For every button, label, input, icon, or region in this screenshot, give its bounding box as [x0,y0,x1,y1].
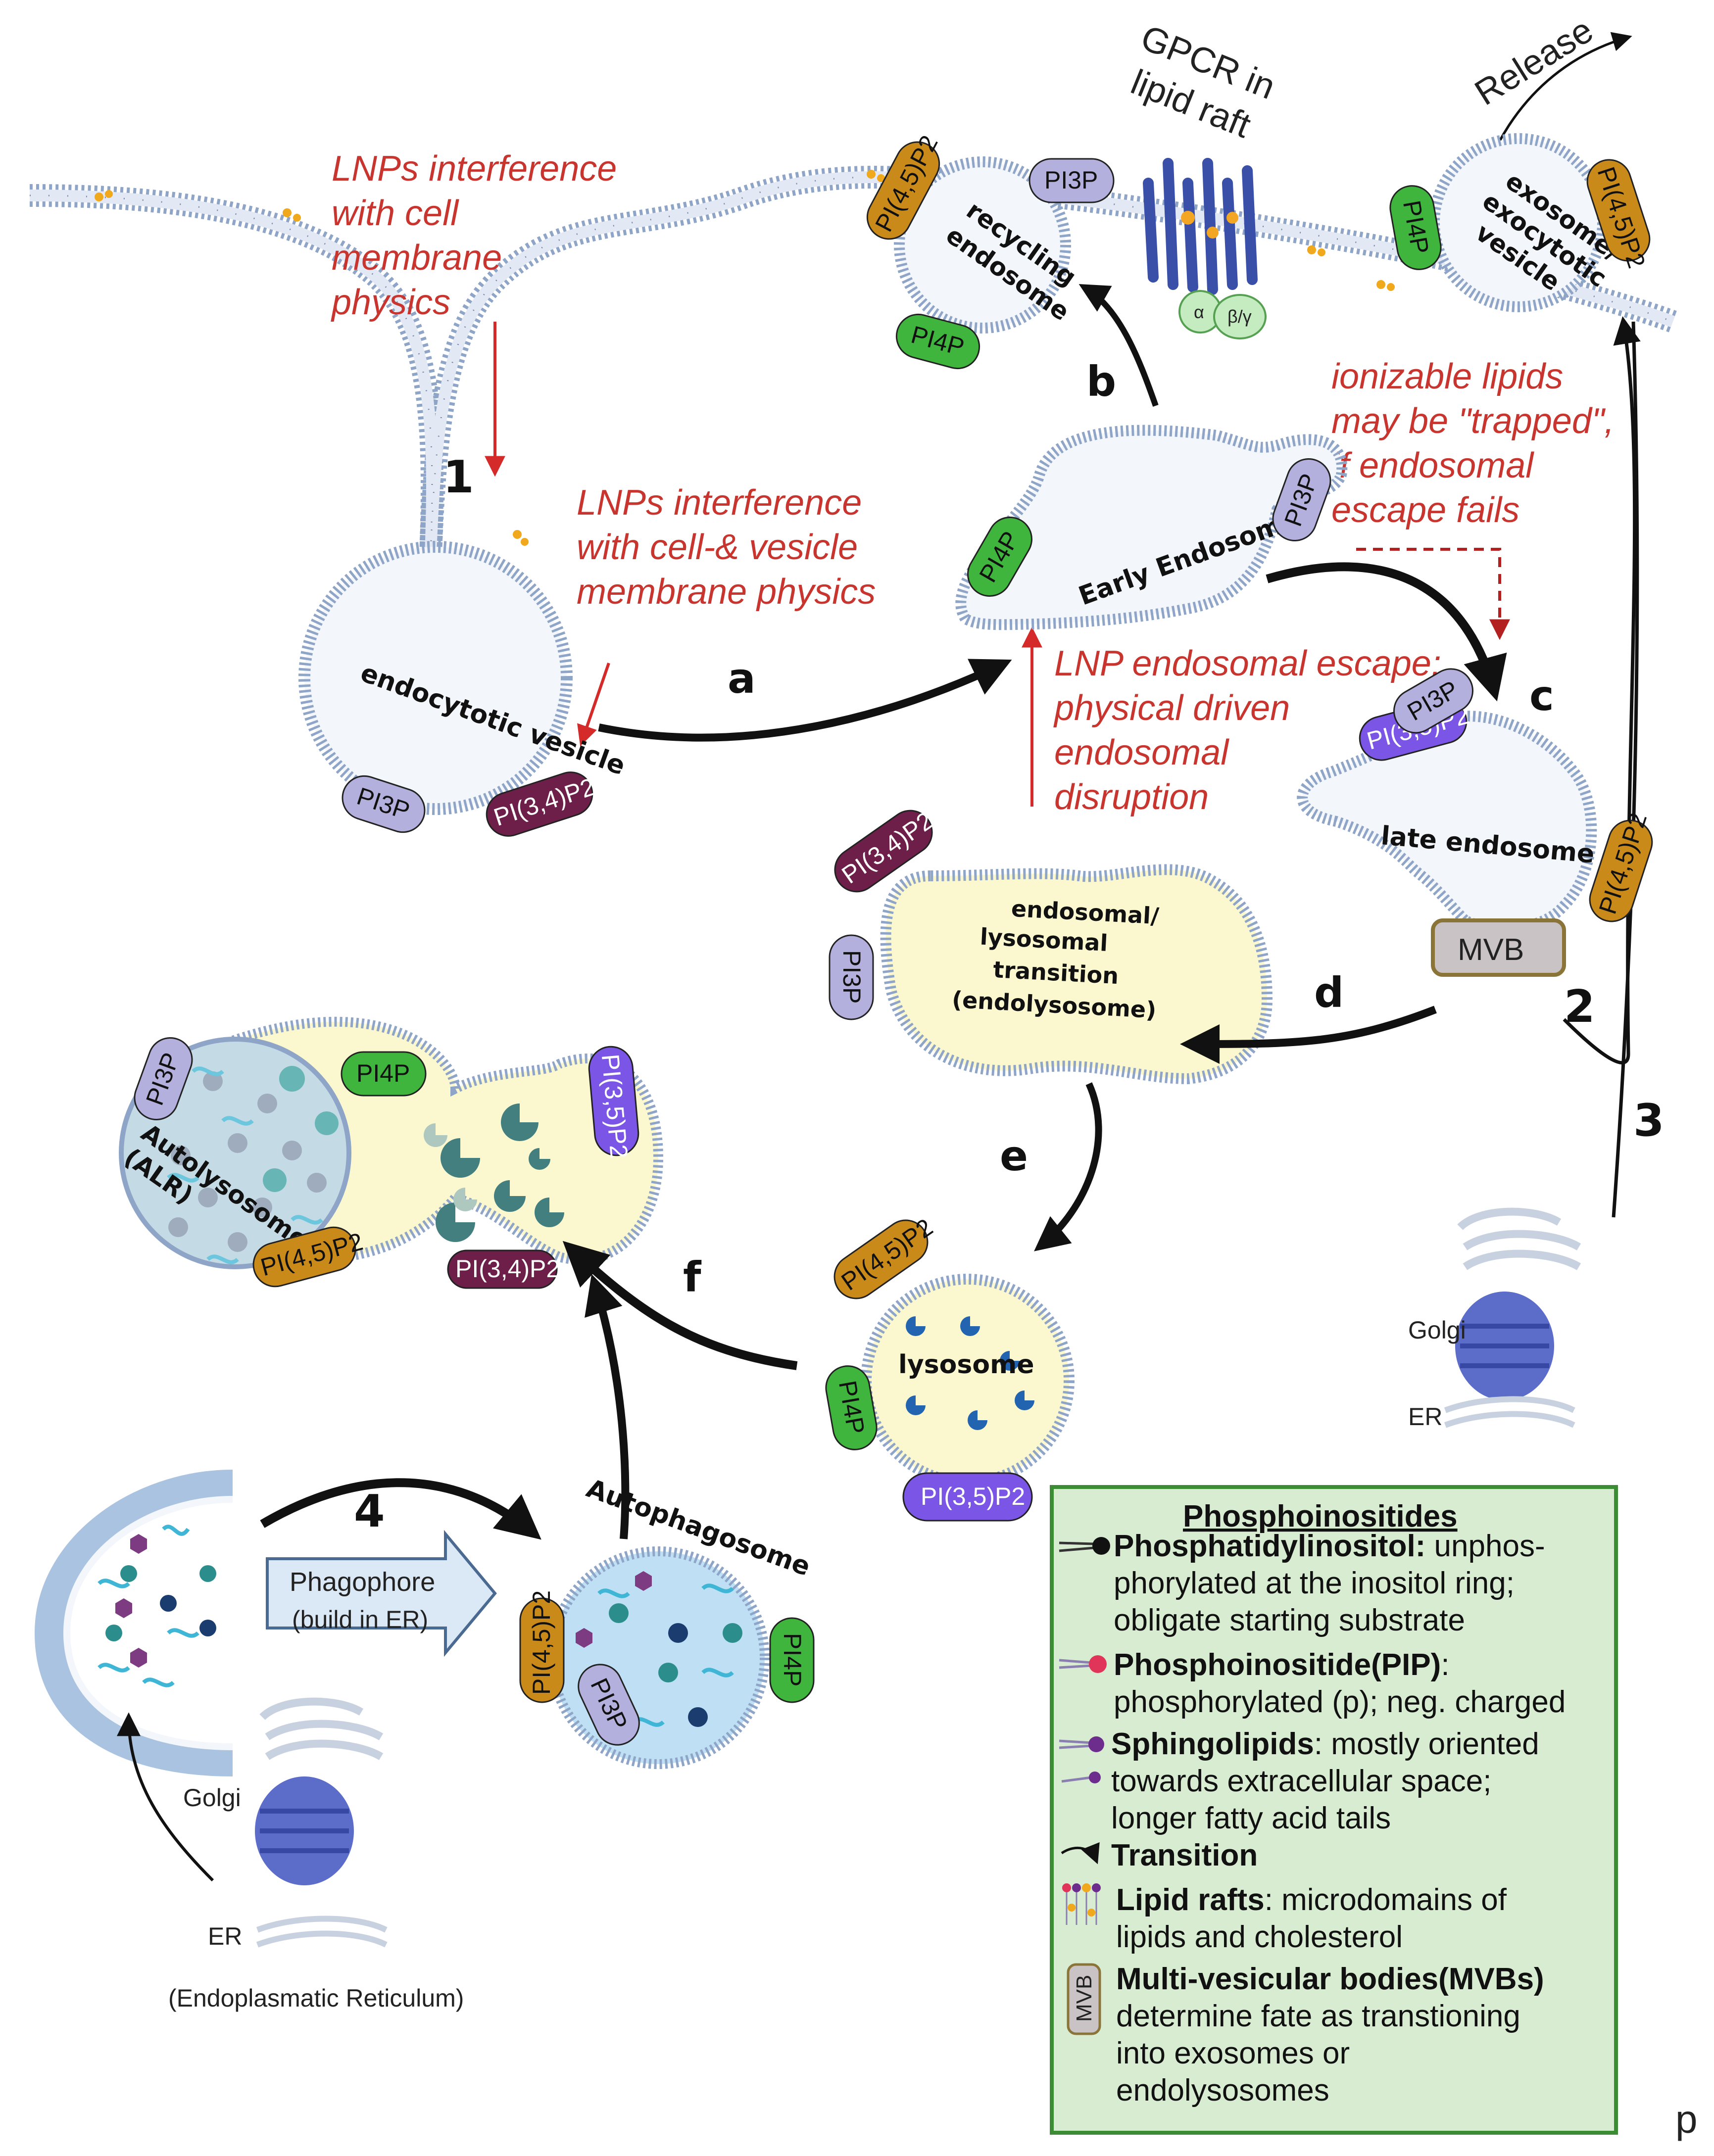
svg-text:ionizable lipids: ionizable lipids [1331,357,1563,396]
phagophore [34,1470,233,1776]
autophagosome: Autophagosome [547,1474,814,1769]
endocytotic-vesicle: endocytotic vesicle [298,541,629,815]
flow-arrows [117,284,1641,1882]
svg-text:obligate starting substrate: obligate starting substrate [1114,1603,1465,1637]
svg-text:physics: physics [331,283,450,322]
svg-text:Sphingolipids: mostly oriented: Sphingolipids: mostly oriented [1111,1727,1539,1761]
step-letters: a b c d e f [683,357,1554,1301]
svg-text:disruption: disruption [1054,777,1209,817]
legend-sphingolipids: Sphingolipids: mostly oriented towards e… [1059,1727,1539,1835]
svg-text:Transition: Transition [1111,1838,1258,1872]
betagamma-subunit: β/γ [1227,306,1252,327]
step-3: 3 [1633,1095,1665,1147]
svg-text:Phagophore: Phagophore [290,1567,435,1597]
autolysosome: Autolysosome (ALR) [119,1016,664,1269]
svg-text:ER: ER [1408,1403,1442,1431]
release-label: Release [1468,10,1600,113]
annotation-lnp-vesicle: LNPs interference with cell-& vesicle me… [577,483,876,612]
svg-text:determine fate as transtioning: determine fate as transtioning [1116,1999,1520,2033]
annotation-ionizable: ionizable lipids may be "trapped", if en… [1331,357,1614,530]
svg-text:PI(3,4)P2: PI(3,4)P2 [455,1255,560,1283]
svg-text:endosomal: endosomal [1054,733,1229,772]
svg-text:Golgi: Golgi [1408,1316,1466,1344]
legend-phosphatidylinositol: Phosphatidylinositol: unphos- phorylated… [1059,1529,1545,1637]
svg-text:with cell-& vesicle: with cell-& vesicle [577,527,858,567]
svg-text:Release: Release [1468,10,1600,113]
svg-text:with cell: with cell [332,193,459,233]
endolysosome: endosomal/ lysosomal transition (endolys… [880,864,1273,1085]
svg-text:membrane: membrane [332,238,502,278]
svg-text:(Endoplasmatic Reticulum): (Endoplasmatic Reticulum) [168,1984,464,2012]
svg-text:Phosphoinositide(PIP):: Phosphoinositide(PIP): [1114,1648,1450,1682]
step-numbers: 1 2 3 4 [354,451,1665,1537]
plasma-membrane [29,166,1677,555]
step-2: 2 [1564,981,1595,1033]
step-f: f [683,1253,702,1301]
svg-text:lysosome: lysosome [898,1350,1034,1380]
svg-text:lipids and cholesterol: lipids and cholesterol [1116,1920,1403,1954]
step-a: a [728,654,756,703]
corner-mark: p [1675,2097,1698,2141]
legend-panel: Phosphoinositides Phosphatidylinositol: … [1050,1485,1618,2135]
svg-text:PI3P: PI3P [1044,166,1098,194]
svg-text:physical driven: physical driven [1053,688,1290,728]
svg-text:Phosphatidylinositol: unphos-: Phosphatidylinositol: unphos- [1114,1529,1545,1563]
svg-text:PI4P: PI4P [779,1633,806,1686]
svg-text:PI4P: PI4P [356,1059,410,1087]
annotation-escape: LNP endosomal escape: physical driven en… [1053,644,1441,817]
svg-text:ER: ER [208,1922,242,1950]
svg-text:Lipid rafts: microdomains of: Lipid rafts: microdomains of [1116,1883,1507,1917]
svg-text:may be "trapped",: may be "trapped", [1331,401,1614,441]
step-1: 1 [443,451,474,503]
svg-text:if endosomal: if endosomal [1331,446,1534,485]
svg-text:(build in ER): (build in ER) [292,1606,428,1633]
step-c: c [1529,671,1554,720]
mvb-box: MVB [1431,918,1566,977]
recycling-endosome: recycling endosome [894,156,1081,334]
legend-transition: Transition [1061,1838,1258,1872]
legend-mvb: MVB Multi-vesicular bodies(MVBs) determi… [1067,1962,1544,2108]
svg-text:PI(4,5)P2: PI(4,5)P2 [528,1590,555,1695]
svg-text:PI(3,5)P2: PI(3,5)P2 [921,1483,1025,1510]
red-dashed-arrow [1356,548,1510,640]
svg-text:towards extracellular space;: towards extracellular space; [1111,1764,1491,1798]
svg-text:endolysosomes: endolysosomes [1116,2073,1329,2108]
svg-text:into exosomes or: into exosomes or [1116,2036,1350,2070]
svg-text:longer fatty acid tails: longer fatty acid tails [1111,1801,1391,1835]
svg-text:Golgi: Golgi [183,1784,241,1812]
svg-text:transition: transition [992,956,1119,989]
svg-text:MVB: MVB [1458,933,1524,967]
svg-text:Multi-vesicular bodies(MVBs): Multi-vesicular bodies(MVBs) [1116,1962,1544,1996]
early-endosome: Early Endosome [955,425,1348,630]
svg-text:LNP endosomal escape:: LNP endosomal escape: [1054,644,1441,683]
gpcr-receptor: α β/γ [1143,158,1267,339]
gpcr-label: GPCR in lipid raft [1126,18,1280,146]
svg-text:LNPs interference: LNPs interference [577,483,862,523]
legend-mvb-icon: MVB [1072,1975,1096,2022]
legend-title: Phosphoinositides [1183,1499,1458,1533]
step-4: 4 [354,1485,385,1537]
golgi-er-left: Golgi ER (Endoplasmatic Reticulum) [168,1697,464,2012]
step-e: e [1000,1132,1028,1180]
step-b: b [1086,357,1116,406]
svg-text:LNPs interference: LNPs interference [332,149,617,189]
svg-text:membrane physics: membrane physics [577,572,876,612]
red-arrow-vesicle [577,663,610,746]
late-endosome: late endosome [1297,711,1597,934]
svg-text:PI3P: PI3P [838,950,866,1004]
svg-text:phorylated at the inositol rin: phorylated at the inositol ring; [1114,1566,1515,1600]
svg-text:phosphorylated (p); neg. charg: phosphorylated (p); neg. charged [1114,1685,1566,1719]
alpha-subunit: α [1194,302,1204,322]
golgi-er-right: Golgi ER [1408,1207,1581,1431]
step-d: d [1314,968,1344,1017]
legend-lipid-rafts: Lipid rafts: microdomains of lipids and … [1062,1883,1507,1954]
annotation-lnp-membrane: LNPs interference with cell membrane phy… [331,149,617,322]
legend-phosphoinositide: Phosphoinositide(PIP): phosphorylated (p… [1059,1648,1566,1719]
svg-text:escape fails: escape fails [1331,490,1519,530]
lysosome: lysosome [861,1274,1075,1487]
phagophore-arrow: Phagophore (build in ER) [266,1530,497,1657]
